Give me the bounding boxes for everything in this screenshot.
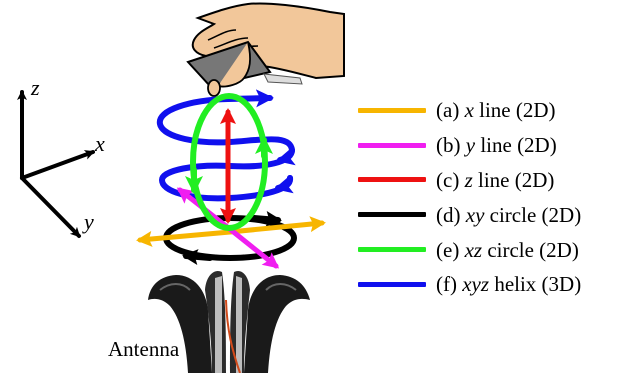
legend-label: (b) y line (2D) (436, 133, 557, 158)
legend: (a) x line (2D) (b) y line (2D) (c) z li… (358, 93, 620, 302)
legend-label: (a) x line (2D) (436, 98, 556, 123)
legend-swatch (358, 142, 426, 148)
legend-item-xyz-helix: (f) xyz helix (3D) (358, 267, 620, 302)
xz-circle-path (185, 93, 273, 231)
legend-label: (f) xyz helix (3D) (436, 272, 582, 297)
legend-swatch (358, 107, 426, 113)
legend-swatch (358, 212, 426, 218)
y-axis-arrow (20, 176, 81, 238)
hand-holding-card-icon (186, 2, 345, 97)
z-axis-label: z (31, 75, 40, 100)
axes-icon (17, 90, 95, 238)
y-axis-label: y (84, 209, 94, 234)
x-axis-arrow (20, 150, 95, 180)
x-axis-label: x (95, 131, 105, 156)
legend-swatch (358, 177, 426, 183)
legend-item-xz-circle: (e) xz circle (2D) (358, 232, 620, 267)
legend-label: (e) xz circle (2D) (436, 237, 579, 262)
x-line-path (136, 216, 326, 247)
legend-swatch (358, 247, 426, 253)
legend-item-z-line: (c) z line (2D) (358, 163, 620, 198)
legend-label: (c) z line (2D) (436, 167, 555, 192)
antenna-label: Antenna (108, 337, 180, 361)
legend-item-y-line: (b) y line (2D) (358, 128, 620, 163)
legend-item-x-line: (a) x line (2D) (358, 93, 620, 128)
legend-label: (d) xy circle (2D) (436, 202, 582, 227)
legend-swatch (358, 281, 426, 287)
antenna-icon (148, 270, 310, 373)
legend-item-xy-circle: (d) xy circle (2D) (358, 197, 620, 232)
